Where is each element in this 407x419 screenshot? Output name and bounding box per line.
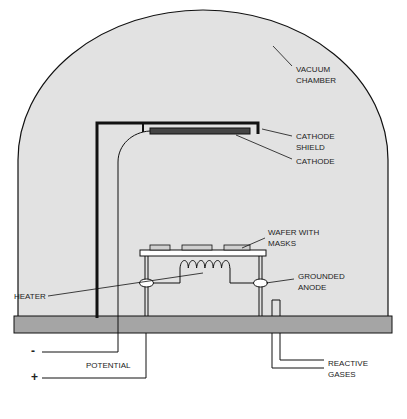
terminal-sign: +: [31, 371, 43, 383]
heater-coil-winding: [180, 261, 230, 269]
part-label: VACUUM CHAMBER: [296, 64, 352, 86]
gas-pipe-end: [272, 300, 280, 301]
heater-leads: [153, 268, 255, 283]
cathode-plate: [150, 128, 250, 134]
leader-lines: [48, 46, 294, 296]
part-label: CATHODE: [296, 156, 356, 167]
mask: [224, 245, 250, 250]
cathode-shield: [97, 123, 258, 318]
part-label: HEATER: [14, 291, 54, 302]
base-plate: [14, 316, 392, 333]
anode-legs: [145, 256, 262, 316]
part-label: CATHODE SHIELD: [296, 131, 346, 153]
cathode-wire: [42, 131, 150, 352]
anode-wire: [42, 333, 146, 378]
part-label: WAFER WITH MASKS: [268, 227, 326, 249]
terminal-sign: -: [31, 345, 43, 357]
signal-label: POTENTIAL: [86, 360, 146, 371]
insulator: [254, 279, 268, 287]
anode-table: [140, 250, 266, 256]
insulator: [140, 279, 154, 287]
vacuum-chamber: [18, 10, 388, 316]
gas-pipe: [272, 300, 324, 368]
part-label: REACTIVE GASES: [328, 358, 384, 380]
mask: [150, 245, 170, 250]
part-label: GROUNDED ANODE: [298, 271, 354, 293]
shield-tab: [142, 123, 144, 132]
mask: [182, 245, 212, 250]
heater-coil: [180, 261, 230, 269]
